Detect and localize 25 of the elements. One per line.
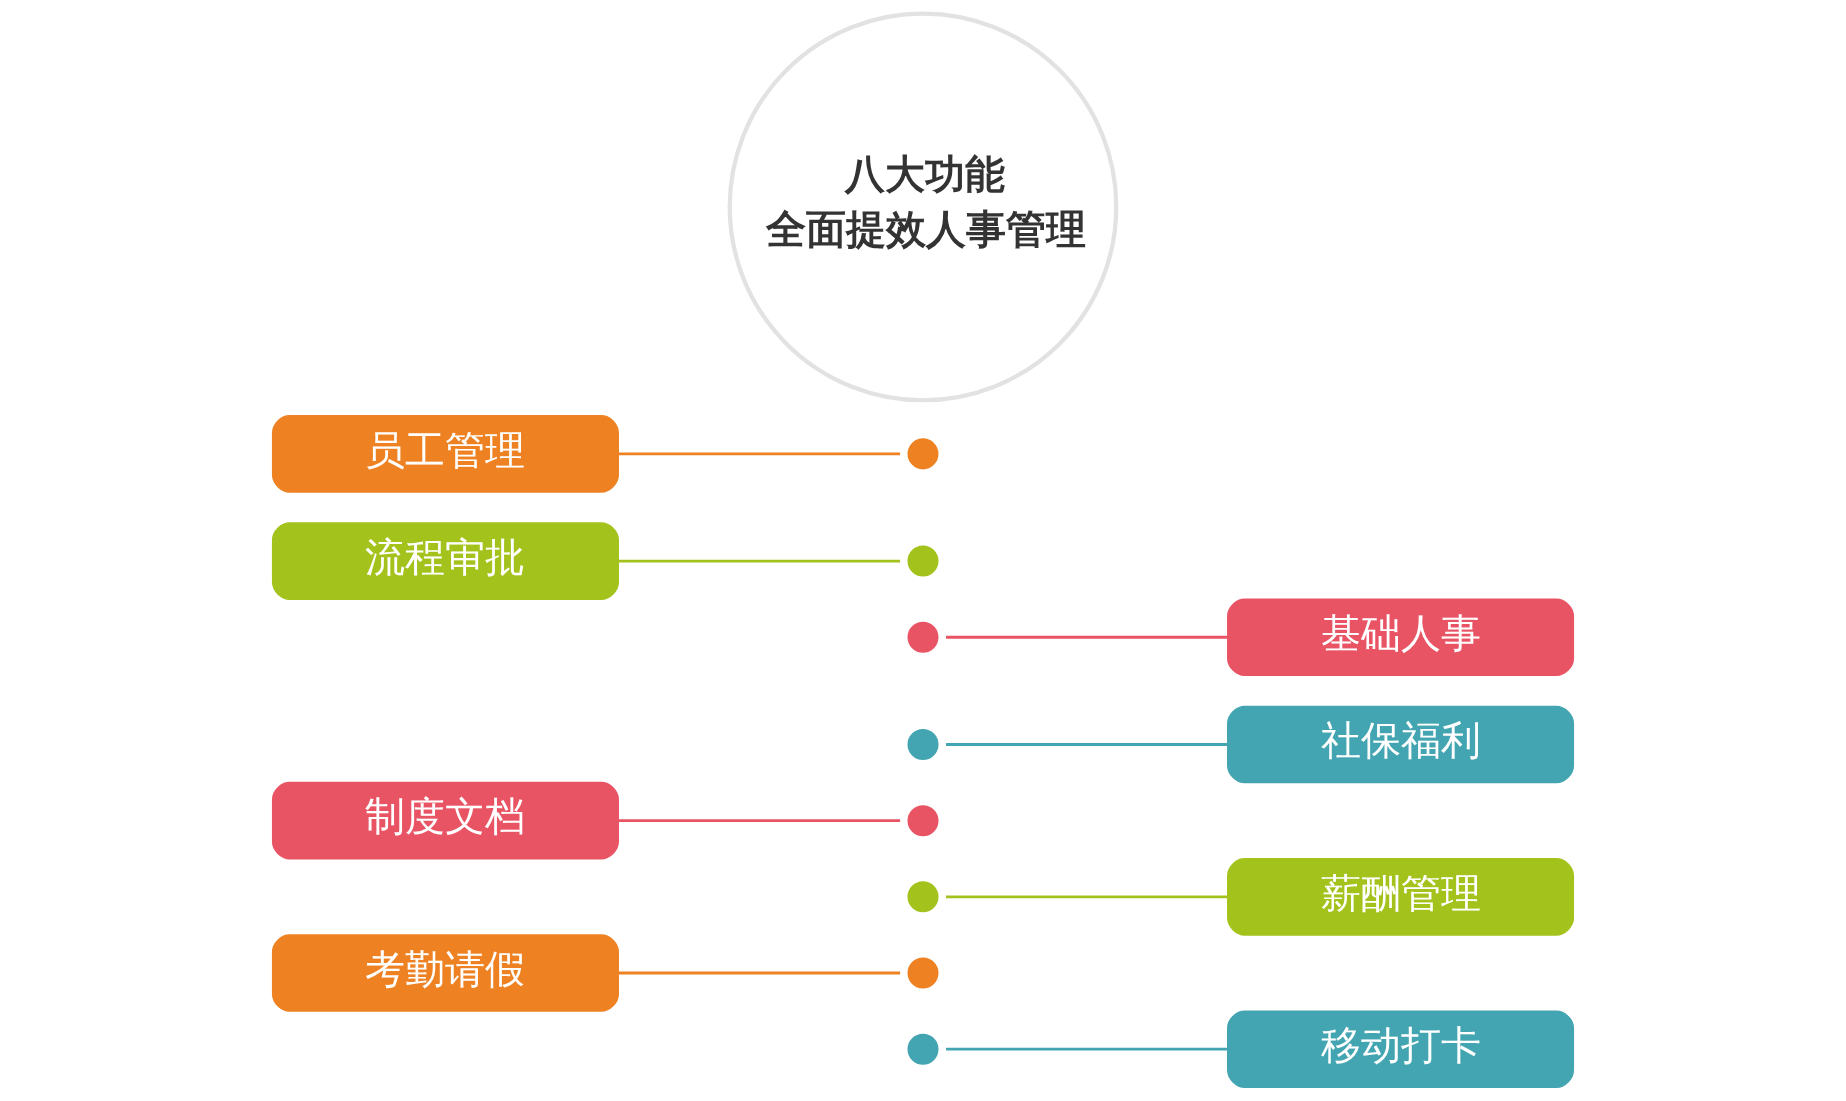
node-box: 员工管理 [271,415,619,493]
node-circle [904,1030,942,1068]
node-circle [904,878,942,916]
connector [618,559,901,563]
connector [946,895,1228,899]
node-circle [904,954,942,992]
node-circle [904,618,942,656]
connector [618,819,901,823]
node-circle [904,542,942,580]
node-box: 薪酬管理 [1227,858,1575,936]
node-box: 制度文档 [271,781,619,860]
node-box: 移动打卡 [1227,1010,1575,1088]
node-circle: 八大功能 全面提效人事管理 [727,11,1119,403]
connector [618,452,901,456]
connector [618,971,901,975]
node-box: 基础人事 [1227,598,1575,677]
node-circle [904,802,942,839]
connector [946,1047,1228,1051]
node-box: 考勤请假 [271,934,619,1012]
node-circle [904,435,942,473]
connector [946,635,1228,639]
node-box: 流程审批 [271,522,619,600]
connector [946,743,1228,746]
node-box: 社保福利 [1227,705,1575,784]
node-circle [904,726,942,763]
